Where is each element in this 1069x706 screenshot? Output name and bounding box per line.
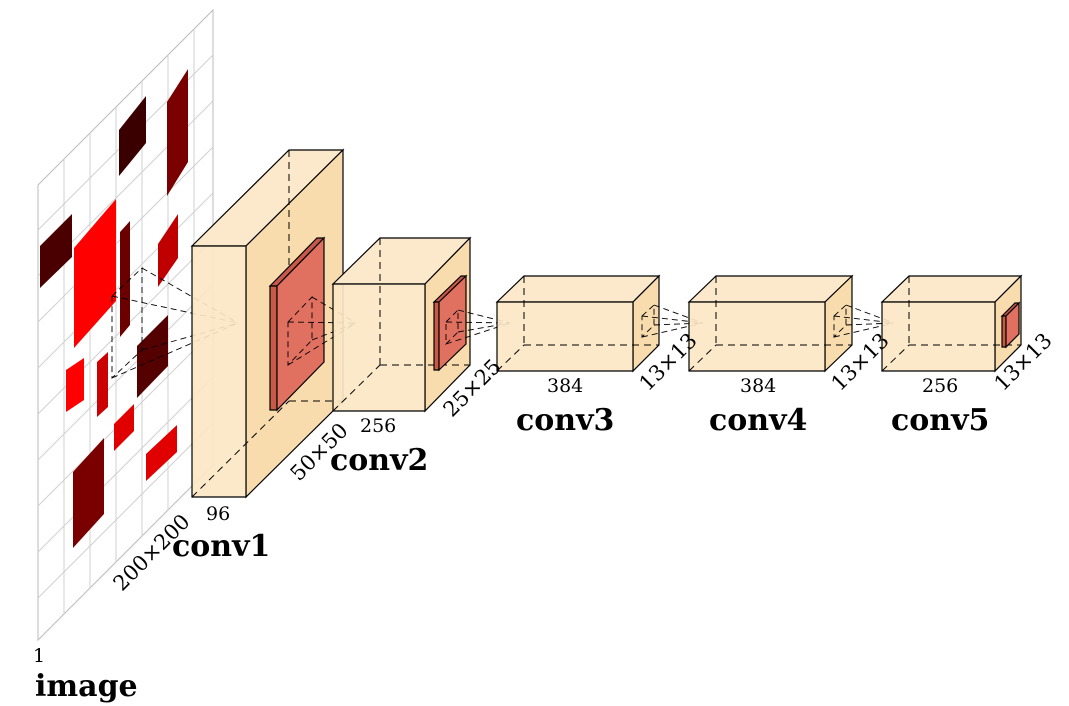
conv2-front-face xyxy=(332,283,426,412)
conv3-receptive-field xyxy=(641,303,655,339)
blob xyxy=(158,214,178,287)
conv5-channels: 256 xyxy=(922,375,958,397)
conv3-channels: 384 xyxy=(547,375,583,397)
conv5-kernel xyxy=(1000,301,1021,349)
conv3-block xyxy=(495,274,661,373)
blob xyxy=(146,425,177,481)
conv4-title: conv4 xyxy=(709,403,807,438)
conv1-title: conv1 xyxy=(172,529,270,564)
conv1-block xyxy=(190,148,345,499)
input-image-plane xyxy=(37,8,214,642)
conv4-top-face xyxy=(687,275,854,303)
conv4-receptive-field xyxy=(833,303,847,339)
blob xyxy=(66,358,84,412)
image-blobs xyxy=(40,69,188,548)
blob xyxy=(97,352,108,417)
conv1-kernel xyxy=(268,236,326,412)
blob xyxy=(74,199,116,348)
image-title: image xyxy=(35,669,138,704)
conv2-block xyxy=(331,236,472,413)
blob xyxy=(137,315,168,398)
conv4-block xyxy=(687,274,854,373)
conv2-title: conv2 xyxy=(330,443,428,478)
image-depth-label: 1 xyxy=(33,645,45,667)
blob xyxy=(114,404,134,451)
conv2-kernel xyxy=(432,274,468,372)
conv4-channels: 384 xyxy=(740,375,776,397)
blob xyxy=(120,221,130,337)
conv4-front-face xyxy=(688,301,826,372)
conv2-channels: 256 xyxy=(360,415,396,437)
conv3-front-face xyxy=(496,301,634,372)
blob xyxy=(73,438,104,548)
conv1-channels: 96 xyxy=(206,503,230,525)
conv3-title: conv3 xyxy=(516,403,614,438)
blob xyxy=(167,69,188,196)
conv1-front-face xyxy=(191,245,247,498)
blob xyxy=(119,96,146,176)
conv5-front-face xyxy=(881,301,996,372)
conv5-title: conv5 xyxy=(891,403,989,438)
blob xyxy=(40,214,72,288)
conv5-block xyxy=(880,274,1023,373)
conv3-top-face xyxy=(495,275,661,303)
